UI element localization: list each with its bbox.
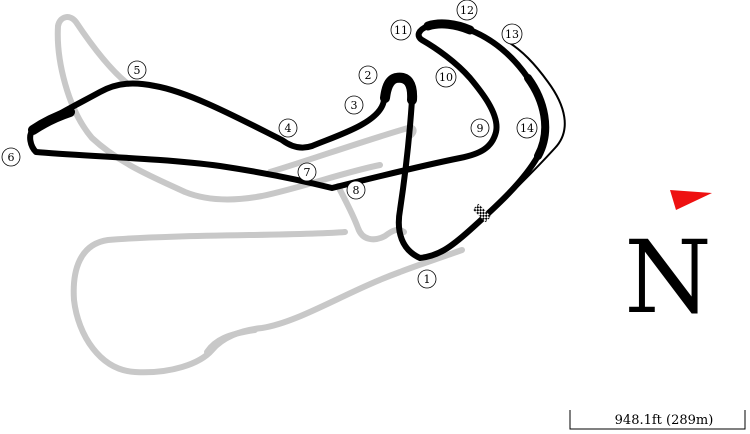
corner-label-3: 3 xyxy=(351,99,358,112)
main-track xyxy=(27,20,549,261)
corner-label-11: 11 xyxy=(394,24,408,37)
corner-marker-6: 6 xyxy=(1,147,21,167)
unused-track-layout xyxy=(54,14,465,376)
checkered-flag-icon xyxy=(472,203,492,223)
corner-label-4: 4 xyxy=(285,122,292,135)
corner-marker-13: 13 xyxy=(501,23,523,45)
corner-label-10: 10 xyxy=(439,71,453,84)
unused-north-loop xyxy=(54,14,383,203)
corner-label-1: 1 xyxy=(424,273,431,286)
corner-label-13: 13 xyxy=(505,28,519,41)
corner-marker-9: 9 xyxy=(470,118,490,138)
north-indicator: N xyxy=(624,190,712,336)
corner-marker-5: 5 xyxy=(127,60,147,80)
north-arrow-icon xyxy=(670,190,712,210)
scale-label: 948.1ft (289m) xyxy=(615,413,714,428)
corner-marker-2: 2 xyxy=(358,65,378,85)
corner-label-12: 12 xyxy=(460,4,474,17)
corner-label-6: 6 xyxy=(8,151,15,164)
corner-label-7: 7 xyxy=(304,166,311,179)
corner-labels: 1 2 3 4 5 6 7 8 xyxy=(1,0,538,289)
north-letter: N xyxy=(624,219,712,336)
corner-marker-10: 10 xyxy=(435,66,457,88)
corner-label-8: 8 xyxy=(353,184,360,197)
main-track-heavy-hairpin xyxy=(380,72,418,105)
unused-south-oval xyxy=(70,229,465,376)
corner-marker-12: 12 xyxy=(456,0,478,21)
corner-marker-3: 3 xyxy=(344,95,364,115)
unused-mid-connector xyxy=(267,124,417,175)
corner-label-2: 2 xyxy=(365,69,372,82)
corner-marker-14: 14 xyxy=(516,117,538,139)
corner-marker-8: 8 xyxy=(346,180,366,200)
scale-bar-line xyxy=(569,410,746,430)
unused-kink xyxy=(335,183,407,243)
corner-label-9: 9 xyxy=(477,122,484,135)
corner-label-5: 5 xyxy=(134,64,141,77)
unused-south-spur xyxy=(204,327,258,355)
corner-marker-11: 11 xyxy=(390,19,412,41)
main-track-heavy-east xyxy=(524,74,550,160)
corner-label-14: 14 xyxy=(520,122,534,135)
corner-marker-7: 7 xyxy=(297,162,317,182)
scale-bar: 948.1ft (289m) xyxy=(569,410,746,430)
main-track-heavy-north xyxy=(423,19,475,35)
main-track-heavy-west xyxy=(28,107,75,135)
corner-marker-1: 1 xyxy=(417,269,437,289)
corner-marker-4: 4 xyxy=(278,118,298,138)
